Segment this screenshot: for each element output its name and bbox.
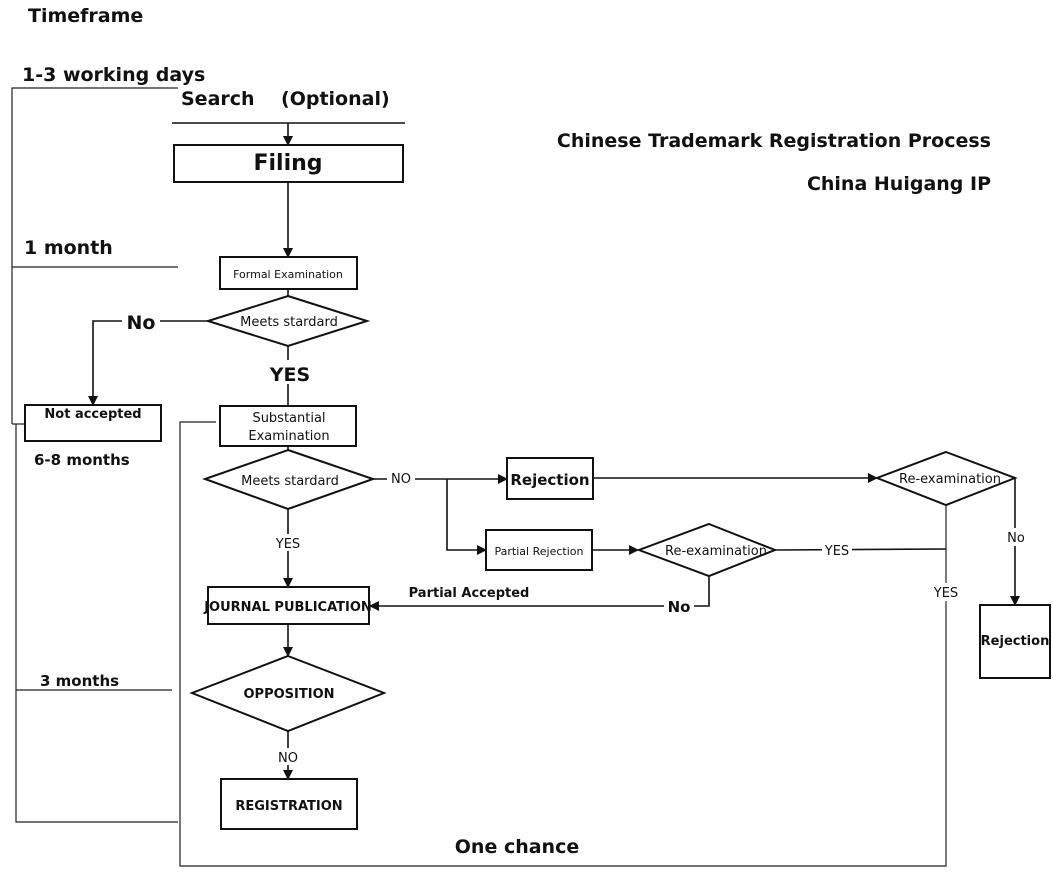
registration-label: REGISTRATION [235, 799, 342, 814]
company-name: China Huigang IP [807, 173, 991, 195]
not-accepted-label: Not accepted [44, 407, 141, 422]
timeframe-formal-period: 1 month [24, 237, 113, 259]
timeframe-opposition-period: 3 months [40, 672, 119, 690]
yes-label-bg [266, 360, 312, 384]
timeframe-substantial-period: 6-8 months [34, 451, 130, 469]
re-exam-2-label: Re-examination [665, 544, 767, 559]
yes-2-label-bg [272, 534, 304, 551]
opposition-label: OPPOSITION [244, 687, 335, 702]
edge-no-4-label: No [668, 598, 691, 616]
edge-no-3-label: No [1007, 531, 1025, 546]
partial-rejection-label: Partial Rejection [495, 545, 584, 558]
no-3-label-bg [1004, 528, 1028, 546]
no-label-bg [122, 310, 160, 332]
edge-decision2-to-partial [446, 479, 487, 555]
one-chance-loop [179, 421, 947, 867]
diagram-title: Chinese Trademark Registration Process [557, 130, 991, 152]
edge-no-5-label: NO [278, 751, 298, 766]
yes-4-label-bg [932, 583, 962, 601]
formal-exam-label: Formal Examination [233, 268, 343, 281]
yes-3-label-bg [822, 541, 852, 558]
edge-decision1-no [88, 320, 208, 406]
edge-yes-2-label: YES [275, 537, 300, 552]
search-node-label: Search (Optional) [181, 88, 390, 110]
filing-label: Filing [253, 151, 322, 176]
final-rejection-label: Rejection [981, 634, 1050, 649]
decision-re-examination-1 [874, 450, 1018, 507]
no-4-label-bg [664, 596, 694, 618]
rejection-box [506, 457, 594, 500]
rejection-label: Rejection [510, 471, 589, 489]
no-5-label-bg [274, 748, 302, 765]
timeframe-search-period: 1-3 working days [22, 64, 205, 86]
re-exam-1-label: Re-examination [899, 472, 1001, 487]
edge-yes-4-label: YES [933, 586, 958, 601]
decision-1-label: Meets stardard [240, 315, 338, 330]
no-2-label-bg [387, 470, 415, 487]
not-accepted-box [24, 404, 162, 442]
timeframe-heading: Timeframe [28, 5, 143, 27]
edge-no-1-label: No [127, 312, 156, 334]
edge-yes-1-label: YES [269, 364, 310, 386]
edge-reexam2-yes [774, 548, 947, 551]
final-rejection-box [979, 604, 1051, 679]
one-chance-label: One chance [455, 836, 579, 858]
edge-yes-3-label: YES [824, 544, 849, 559]
substantial-exam-label-line2: Examination [248, 429, 329, 444]
decision-2-label: Meets stardard [241, 474, 339, 489]
journal-publication-box [207, 586, 370, 625]
substantial-exam-label-line1: Substantial [252, 411, 325, 426]
registration-box [220, 778, 358, 830]
bracket-search-to-formal [11, 87, 178, 268]
edge-reexam2-no-to-journal [369, 576, 710, 611]
bracket-full-duration [15, 424, 178, 823]
journal-publication-label: JOURNAL PUBLICATION [203, 600, 372, 615]
edge-no-2-label: NO [391, 472, 411, 487]
edge-partial-accepted-label: Partial Accepted [409, 586, 530, 601]
